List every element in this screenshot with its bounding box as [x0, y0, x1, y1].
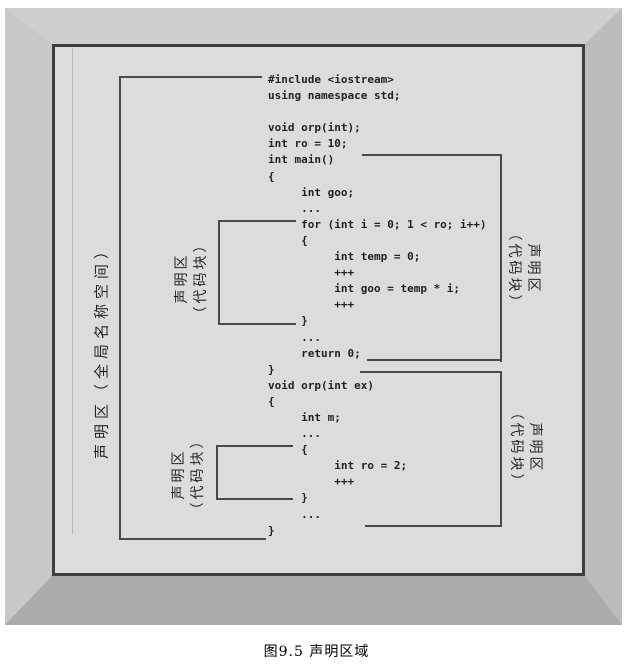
inner-block-bracket-top — [216, 445, 293, 447]
global-scope-bracket-vertical — [119, 76, 121, 540]
main-body-bracket-bottom — [367, 359, 502, 361]
figure-frame — [5, 8, 622, 625]
inner-block-bracket-vertical — [216, 445, 218, 500]
for-block-region-label-line2: （代码块） — [193, 235, 209, 321]
for-block-bracket-top — [218, 220, 296, 222]
inner-block-region-label-line1: 声明区 — [171, 448, 187, 500]
code-listing: #include <iostream> using namespace std;… — [268, 73, 487, 537]
diagram-panel — [52, 44, 585, 576]
inner-block-region-label-line2: （代码块） — [190, 431, 206, 517]
figure-caption: 图9.5 声明区域 — [263, 644, 370, 660]
global-scope-bracket-bottom — [119, 538, 266, 540]
inner-block-region-label: 声明区 （代码块） — [170, 432, 208, 517]
main-body-bracket-top — [362, 154, 502, 156]
orp-body-bracket-top — [360, 371, 502, 373]
orp-body-bracket-bottom — [365, 525, 502, 527]
main-body-bracket-vertical — [500, 154, 502, 362]
main-body-region-label-line2: （代码块） — [506, 226, 522, 312]
main-body-region-label-line1: 声明区 — [525, 243, 541, 295]
global-region-label: 声明区（全局名称空间） — [92, 238, 111, 460]
main-body-region-label: 声明区 （代码块） — [504, 227, 542, 312]
for-block-region-label: 声明区 （代码块） — [173, 236, 211, 321]
for-block-bracket-vertical — [218, 220, 220, 325]
orp-body-region-label: 声明区 （代码块） — [506, 406, 544, 491]
inner-block-bracket-bottom — [216, 498, 293, 500]
global-scope-bracket-top — [119, 76, 262, 78]
for-block-region-label-line1: 声明区 — [174, 252, 190, 304]
orp-body-region-label-line2: （代码块） — [508, 405, 524, 491]
scan-artifact-line — [72, 48, 73, 534]
orp-body-bracket-vertical — [500, 371, 502, 527]
for-block-bracket-bottom — [218, 323, 296, 325]
orp-body-region-label-line1: 声明区 — [527, 422, 543, 474]
